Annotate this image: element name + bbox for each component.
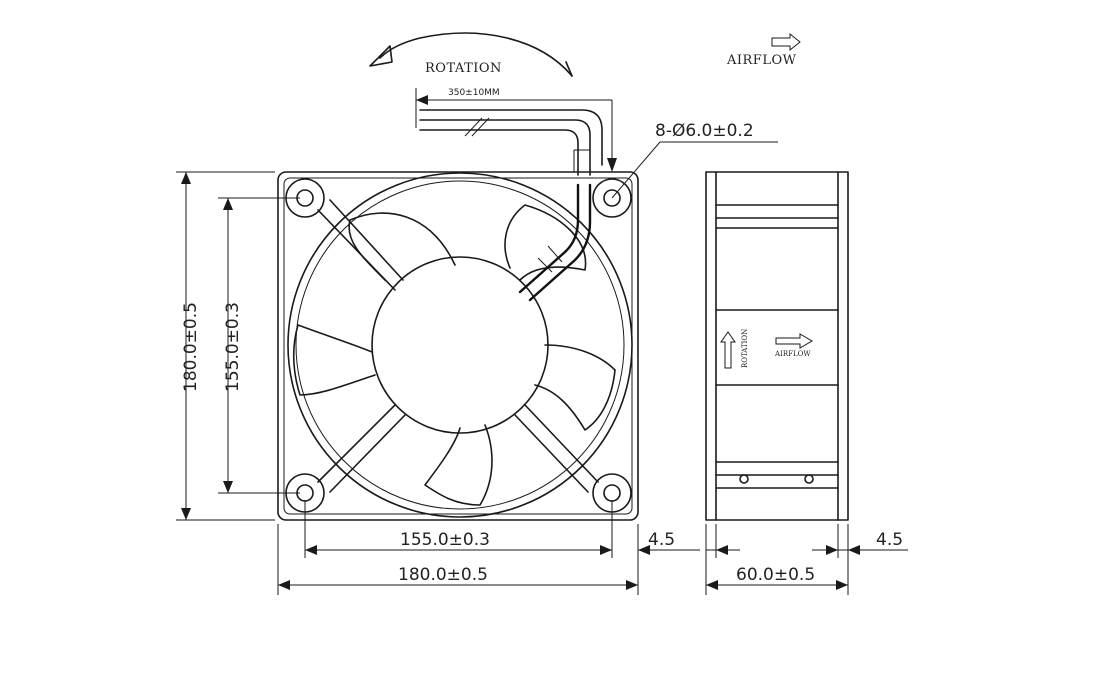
fan-hub xyxy=(371,256,549,434)
cable-length-dimension: 350±10MM xyxy=(415,88,617,172)
venturi-ring-outer xyxy=(287,172,633,518)
height-holes-label: 155.0±0.3 xyxy=(223,302,243,392)
width-outer-label: 180.0±0.5 xyxy=(398,565,488,585)
lead-wire xyxy=(518,183,592,302)
fan-blades xyxy=(292,204,616,506)
venturi-ring-inner xyxy=(295,180,625,510)
rotation-label: ROTATION xyxy=(425,61,502,76)
front-view: 350±10MM ROTATION AIRFLOW 8-Ø6.0±0.2 xyxy=(176,32,801,595)
cable-length-label: 350±10MM xyxy=(448,88,500,98)
mount-hole-label: 8-Ø6.0±0.2 xyxy=(655,121,754,141)
mount-hole-top-right xyxy=(592,178,632,218)
hole-offset-side-label: 4.5 xyxy=(876,530,903,550)
width-holes-label: 155.0±0.3 xyxy=(400,530,490,550)
width-holes-dimension: 155.0±0.3 xyxy=(304,500,613,558)
width-outer-dimension: 180.0±0.5 xyxy=(277,524,639,595)
mount-hole-callout: 8-Ø6.0±0.2 xyxy=(611,121,778,199)
frame-outline xyxy=(277,171,639,521)
frame-spokes xyxy=(317,199,599,493)
height-outer-label: 180.0±0.5 xyxy=(181,302,201,392)
side-airflow-label: AIRFLOW xyxy=(774,350,811,358)
airflow-indicator: AIRFLOW xyxy=(726,32,801,68)
side-hole-right xyxy=(804,474,814,484)
hole-offset-front-dimension: 4.5 xyxy=(638,530,700,555)
lead-wire-exit xyxy=(419,109,603,176)
side-hole-left xyxy=(739,474,749,484)
hole-offset-side-dimension: 4.5 xyxy=(706,524,908,558)
height-outer-dimension: 180.0±0.5 xyxy=(176,171,275,521)
airflow-label: AIRFLOW xyxy=(726,53,797,68)
side-view: ROTATION AIRFLOW 60.0±0.5 4.5 xyxy=(705,171,908,595)
side-label: ROTATION AIRFLOW xyxy=(720,329,813,369)
rotation-indicator: ROTATION xyxy=(369,32,573,77)
height-holes-dimension: 155.0±0.3 xyxy=(218,197,300,494)
depth-label: 60.0±0.5 xyxy=(736,565,815,585)
hole-offset-front-label: 4.5 xyxy=(648,530,675,550)
depth-dimension: 60.0±0.5 xyxy=(705,524,849,595)
side-outline xyxy=(705,171,849,521)
side-rotation-label: ROTATION xyxy=(741,329,749,368)
